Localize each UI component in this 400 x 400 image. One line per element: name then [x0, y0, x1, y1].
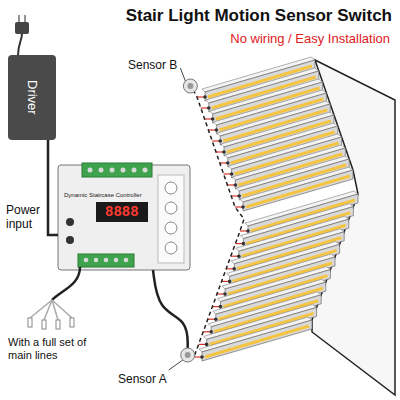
terminal-screw — [84, 258, 89, 263]
controller-box: Dynamic Staircase Controller — [58, 165, 190, 270]
control-button — [165, 242, 177, 254]
control-button — [165, 182, 177, 194]
power-cable — [18, 34, 22, 55]
terminal-screw — [143, 168, 148, 173]
terminal-screw — [99, 168, 104, 173]
node-text: Dynamic Staircase Controller — [64, 192, 142, 199]
terminal-screw — [121, 168, 126, 173]
port — [66, 218, 74, 226]
display-digits: 8888 — [105, 204, 139, 220]
motion-sensor: Sensor A — [118, 346, 197, 386]
terminal-screw — [88, 168, 93, 173]
wire-connector — [70, 318, 74, 327]
main-lines-label: With a full set of main lines — [8, 336, 92, 362]
sensor-lens — [185, 352, 191, 358]
node-text: Sensor B — [128, 58, 177, 72]
cable — [48, 140, 58, 235]
power-label: Power input — [6, 203, 46, 231]
sensor-lens — [187, 83, 193, 89]
terminal-screw — [114, 258, 119, 263]
port — [66, 236, 74, 244]
motion-sensor: Sensor B — [128, 58, 199, 95]
led-display — [96, 202, 148, 222]
terminal-block — [78, 254, 134, 267]
terminal-block — [82, 163, 152, 177]
wire-connector — [56, 320, 60, 329]
terminal-screw — [132, 168, 137, 173]
node-text: Sensor A — [118, 372, 167, 386]
main-wire — [52, 300, 72, 318]
title: Stair Light Motion Sensor Switch — [126, 6, 392, 26]
control-button — [165, 202, 177, 214]
control-button — [165, 222, 177, 234]
subtitle: No wiring / Easy Installation — [230, 31, 390, 46]
wire-connector — [28, 318, 32, 327]
stair-step — [194, 317, 312, 361]
main-wire — [44, 300, 52, 320]
wire-connector — [42, 320, 46, 329]
main-cable — [52, 267, 80, 300]
driver-box: Driver — [8, 55, 56, 140]
cable — [153, 270, 188, 348]
terminal-screw — [124, 258, 129, 263]
power-plug — [15, 22, 29, 34]
controller-housing — [58, 165, 190, 270]
plug-prong — [24, 15, 26, 22]
leader-line — [180, 68, 185, 81]
main-line — [194, 92, 244, 355]
sensor-body — [183, 79, 197, 93]
sensor-body — [181, 348, 195, 362]
terminal-screw — [94, 258, 99, 263]
leader-line — [169, 360, 183, 370]
terminal-screw — [110, 168, 115, 173]
terminal-screw — [104, 258, 109, 263]
plug-prong — [18, 15, 20, 22]
button-panel — [158, 175, 184, 263]
node-text: Driver — [25, 80, 40, 115]
